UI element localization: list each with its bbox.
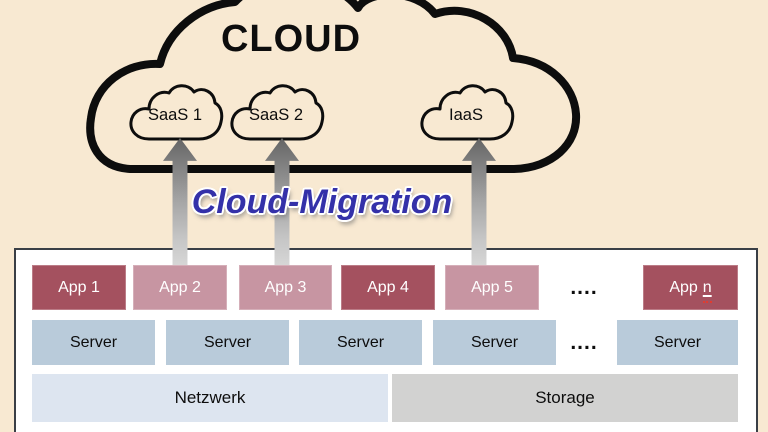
cloud-migration-caption: Cloud-Migration bbox=[191, 183, 453, 221]
network-bar: Netzwerk bbox=[32, 374, 388, 422]
saas2-label: SaaS 2 bbox=[248, 106, 304, 124]
server-box-n: Server bbox=[617, 320, 738, 365]
server-box-4: Server bbox=[433, 320, 556, 365]
app-box-2: App 2 bbox=[133, 265, 227, 310]
app-n-char: n bbox=[702, 278, 712, 303]
apps-ellipsis: .... bbox=[570, 275, 598, 299]
servers-ellipsis: .... bbox=[570, 330, 598, 354]
app-n-prefix: App bbox=[669, 278, 698, 296]
app-box-1: App 1 bbox=[32, 265, 126, 310]
storage-bar: Storage bbox=[392, 374, 738, 422]
app-box-4: App 4 bbox=[341, 265, 435, 310]
saas1-label: SaaS 1 bbox=[147, 106, 203, 124]
iaas-label: IaaS bbox=[449, 106, 483, 124]
server-box-3: Server bbox=[299, 320, 422, 365]
app-box-5: App 5 bbox=[445, 265, 539, 310]
server-box-2: Server bbox=[166, 320, 289, 365]
app-box-3: App 3 bbox=[239, 265, 332, 310]
server-box-1: Server bbox=[32, 320, 155, 365]
cloud-title: CLOUD bbox=[220, 18, 362, 60]
